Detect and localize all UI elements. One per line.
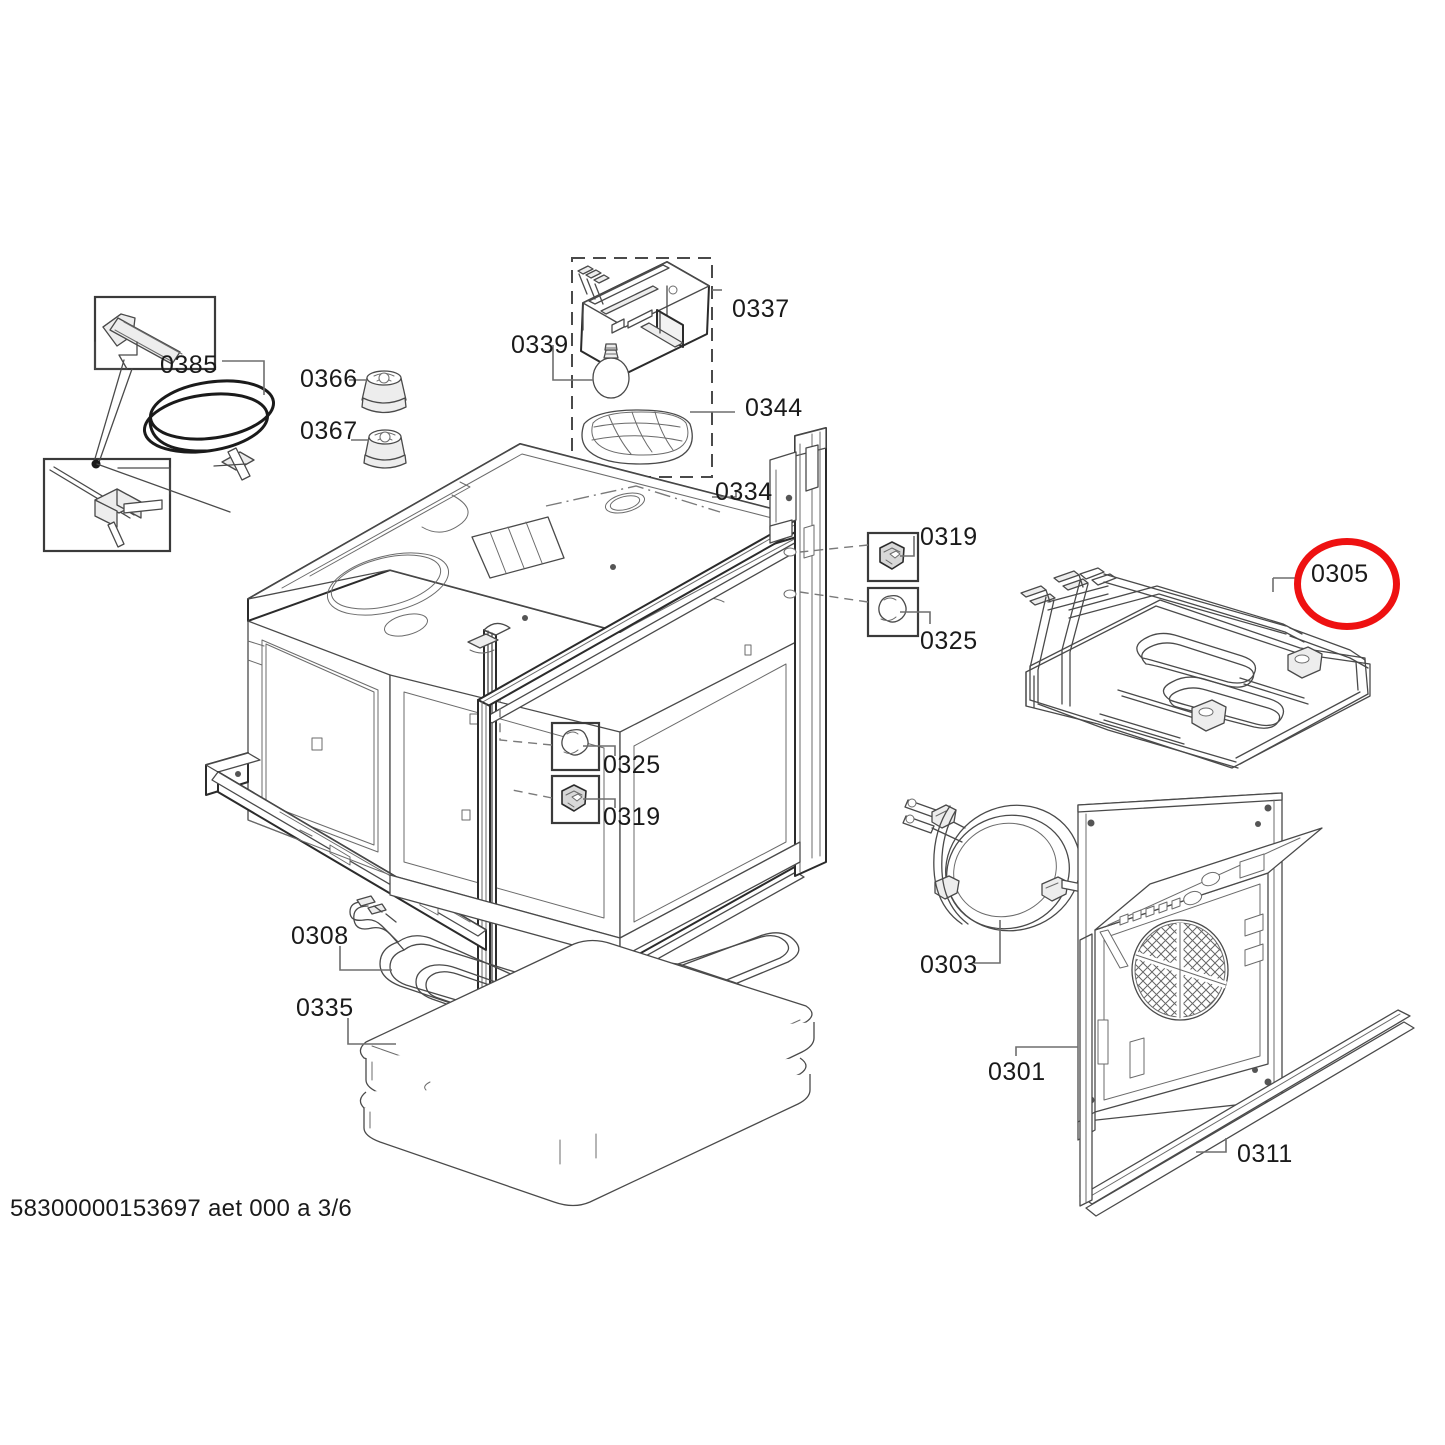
callout-0311: 0311 <box>1237 1140 1293 1168</box>
footer-document-code: 58300000153697 aet 000 a 3/6 <box>10 1195 353 1222</box>
detail-box-upper-0385 <box>93 295 217 371</box>
callout-0339: 0339 <box>511 331 569 359</box>
fan-grille <box>1131 919 1229 1021</box>
part-0335-base-insulation-mat <box>347 939 815 1207</box>
fastener-detail-boxes-right <box>799 531 931 638</box>
part-0339-oven-lamp-bulb <box>552 343 630 399</box>
callout-0319-mid: 0319 <box>603 803 661 831</box>
callout-0303: 0303 <box>920 951 978 979</box>
part-0337-control-module <box>577 261 722 376</box>
callout-0334: 0334 <box>715 478 773 506</box>
callout-0301: 0301 <box>988 1058 1046 1086</box>
callout-0308: 0308 <box>291 922 349 950</box>
callout-0335: 0335 <box>296 994 354 1022</box>
part-0311-rear-seal-strip <box>1079 933 1415 1217</box>
part-0305-top-grill-heating-element <box>1020 567 1371 769</box>
part-0367-lamp-socket-lower <box>351 429 407 469</box>
callout-0385: 0385 <box>160 351 218 379</box>
part-0301-rear-panel <box>1015 792 1323 1141</box>
part-0366-lamp-socket-upper <box>349 370 407 414</box>
callout-0325-mid: 0325 <box>603 751 661 779</box>
callout-0325-top: 0325 <box>920 627 978 655</box>
part-0303-ring-heating-element <box>902 798 1083 964</box>
part-0334-oven-cavity <box>205 427 827 1048</box>
callout-0319-top: 0319 <box>920 523 978 551</box>
callout-0367: 0367 <box>300 417 358 445</box>
callout-0305: 0305 <box>1311 560 1369 588</box>
detail-box-lower-0385 <box>42 457 172 553</box>
callout-0337: 0337 <box>732 295 790 323</box>
fastener-detail-boxes-middle <box>499 700 616 825</box>
part-0385-door-seal-gasket <box>142 360 276 481</box>
part-0344-lamp-glass-cover <box>581 409 735 465</box>
callout-0344: 0344 <box>745 394 803 422</box>
callout-0366: 0366 <box>300 365 358 393</box>
